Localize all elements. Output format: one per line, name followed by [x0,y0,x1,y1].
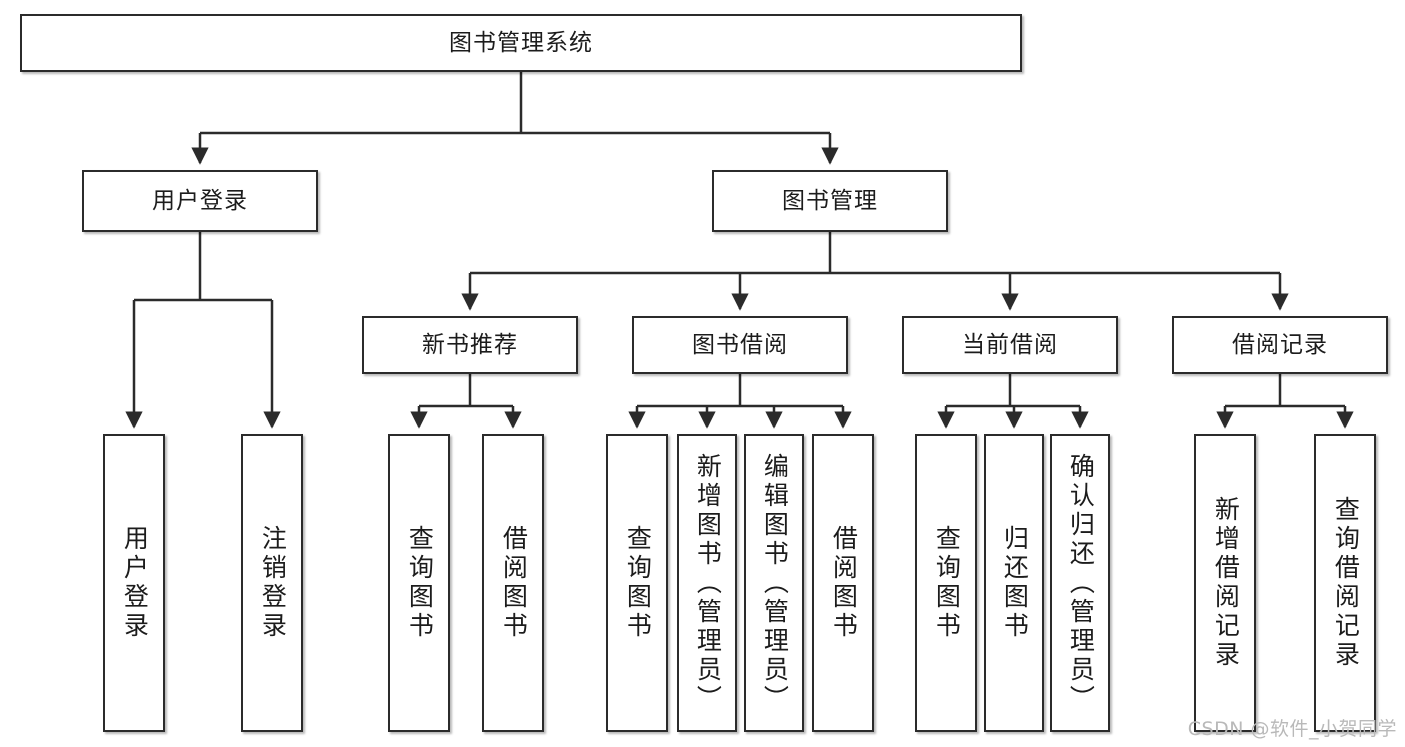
node-book-management[interactable]: 图书管理 [712,170,948,232]
node-current-borrow-label: 当前借阅 [962,331,1058,358]
leaf-borrow-book-bb-label: 借阅图书 [829,525,859,641]
leaf-query-borrow-record-label: 查询借阅记录 [1331,496,1361,670]
node-root[interactable]: 图书管理系统 [20,14,1022,72]
leaf-edit-book-admin[interactable]: 编辑图书（管理员） [744,434,804,732]
leaf-user-login[interactable]: 用户登录 [103,434,165,732]
leaf-logout-label: 注销登录 [258,525,288,641]
leaf-add-book-admin-label: 新增图书（管理员） [693,452,723,714]
leaf-query-book-cb[interactable]: 查询图书 [915,434,977,732]
node-borrow-record-label: 借阅记录 [1232,331,1328,358]
node-new-book-recommend[interactable]: 新书推荐 [362,316,578,374]
leaf-query-book-nbr[interactable]: 查询图书 [388,434,450,732]
leaf-user-login-label: 用户登录 [120,525,150,641]
node-user-login[interactable]: 用户登录 [82,170,318,232]
leaf-add-borrow-record[interactable]: 新增借阅记录 [1194,434,1256,732]
leaf-add-book-admin[interactable]: 新增图书（管理员） [677,434,737,732]
leaf-borrow-book-nbr[interactable]: 借阅图书 [482,434,544,732]
leaf-query-borrow-record[interactable]: 查询借阅记录 [1314,434,1376,732]
leaf-query-book-bb-label: 查询图书 [623,525,653,641]
node-current-borrow[interactable]: 当前借阅 [902,316,1118,374]
leaf-query-book-nbr-label: 查询图书 [405,525,435,641]
node-book-borrow-label: 图书借阅 [692,331,788,358]
leaf-borrow-book-nbr-label: 借阅图书 [499,525,529,641]
leaf-query-book-bb[interactable]: 查询图书 [606,434,668,732]
node-borrow-record[interactable]: 借阅记录 [1172,316,1388,374]
leaf-logout[interactable]: 注销登录 [241,434,303,732]
watermark-text: CSDN @软件_小贺同学 [1187,718,1397,740]
leaf-return-book-label: 归还图书 [1000,525,1030,641]
leaf-confirm-return-admin[interactable]: 确认归还（管理员） [1050,434,1110,732]
leaf-borrow-book-bb[interactable]: 借阅图书 [812,434,874,732]
leaf-add-borrow-record-label: 新增借阅记录 [1211,496,1241,670]
node-book-borrow[interactable]: 图书借阅 [632,316,848,374]
leaf-return-book[interactable]: 归还图书 [984,434,1044,732]
leaf-edit-book-admin-label: 编辑图书（管理员） [760,452,790,714]
leaf-query-book-cb-label: 查询图书 [932,525,962,641]
node-new-book-recommend-label: 新书推荐 [422,331,518,358]
node-root-label: 图书管理系统 [449,29,593,56]
node-user-login-label: 用户登录 [152,187,248,214]
node-book-management-label: 图书管理 [782,187,878,214]
leaf-confirm-return-admin-label: 确认归还（管理员） [1066,452,1096,714]
